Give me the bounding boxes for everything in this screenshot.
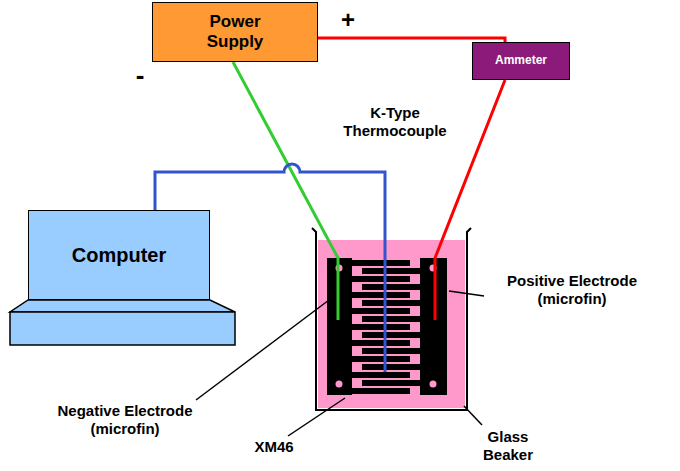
part-label: Positive Electrode (microfin) — [487, 272, 657, 308]
microfin — [362, 380, 420, 386]
microfin — [362, 284, 420, 290]
microfin — [352, 292, 410, 298]
leader-line — [449, 291, 484, 296]
node-text: Ammeter — [495, 54, 547, 68]
positive-wire — [435, 80, 505, 320]
microfin — [352, 324, 410, 330]
part-label: K-Type Thermocouple — [335, 104, 455, 140]
microfin — [362, 300, 420, 306]
negative-wire — [233, 62, 338, 320]
part-label: Negative Electrode (microfin) — [38, 402, 213, 438]
microfin — [352, 260, 410, 266]
microfin — [362, 268, 420, 274]
power-supply-box: Power Supply — [152, 2, 318, 62]
leader-line — [196, 300, 329, 400]
node-text: Power Supply — [195, 12, 275, 51]
microfin — [352, 372, 410, 378]
computer-base-top — [10, 300, 235, 312]
leader-line — [288, 398, 345, 436]
microfin — [352, 388, 410, 394]
microfin — [352, 356, 410, 362]
microfin — [352, 308, 410, 314]
part-label: XM46 — [239, 438, 309, 456]
computer-base — [10, 312, 235, 345]
part-label: Glass Beaker — [472, 428, 544, 464]
mounting-hole — [430, 381, 437, 388]
electrolyte-liquid — [318, 240, 465, 408]
ammeter-box: Ammeter — [472, 42, 570, 80]
microfin — [352, 340, 410, 346]
microfin — [352, 276, 410, 282]
polarity-sign: + — [335, 6, 361, 35]
microfin — [362, 332, 420, 338]
computer-monitor: Computer — [28, 210, 210, 300]
microfin — [362, 364, 420, 370]
mounting-hole — [336, 381, 343, 388]
leader-line — [464, 406, 482, 425]
microfin — [362, 316, 420, 322]
microfin — [362, 348, 420, 354]
polarity-sign: - — [129, 60, 151, 91]
node-text: Computer — [72, 244, 166, 267]
